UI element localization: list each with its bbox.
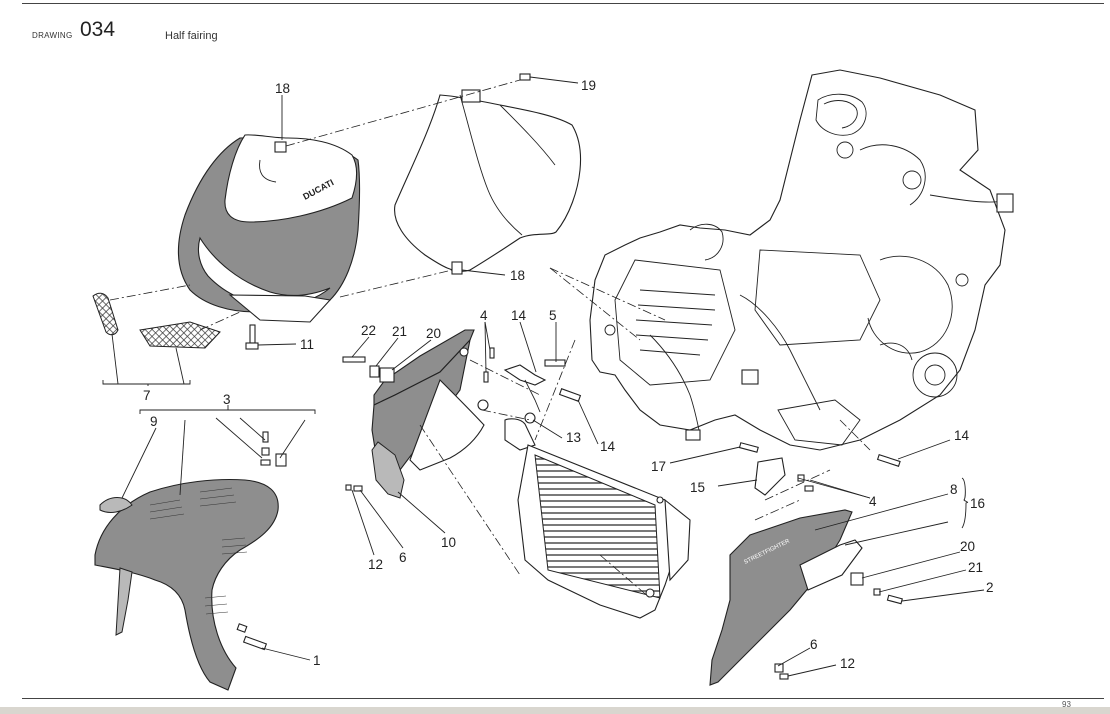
radiator bbox=[504, 418, 691, 619]
mesh-grilles bbox=[92, 292, 221, 349]
callout-10: 10 bbox=[441, 535, 456, 550]
hardware bbox=[342, 347, 903, 680]
callout-20: 20 bbox=[960, 539, 975, 554]
callout-labels: 18 19 18 11 7 3 9 1 22 21 20 4 14 5 13 1… bbox=[143, 78, 994, 671]
leader-lines bbox=[102, 76, 985, 677]
callout-7: 7 bbox=[143, 388, 151, 403]
fairing-clip bbox=[274, 141, 287, 153]
callout-3: 3 bbox=[223, 392, 231, 407]
callout-6: 6 bbox=[399, 550, 407, 565]
callout-14: 14 bbox=[954, 428, 970, 443]
callout-14: 14 bbox=[600, 439, 616, 454]
drawing-header: DRAWING 034 Half fairing bbox=[0, 0, 1110, 56]
callout-12: 12 bbox=[368, 557, 383, 572]
callout-18: 18 bbox=[275, 81, 290, 96]
callout-4: 4 bbox=[480, 308, 488, 323]
callout-19: 19 bbox=[581, 78, 596, 93]
screw-1 bbox=[242, 635, 268, 651]
front-mudguard bbox=[94, 431, 287, 691]
callout-11: 11 bbox=[300, 337, 314, 352]
top-rule bbox=[22, 3, 1104, 4]
callout-20: 20 bbox=[426, 326, 441, 341]
mudguard-fasteners bbox=[260, 431, 287, 467]
front-fairing: DUCATI bbox=[177, 134, 361, 323]
callout-2: 2 bbox=[986, 580, 994, 595]
left-side-panel bbox=[371, 329, 489, 499]
callout-17: 17 bbox=[651, 459, 666, 474]
page-number: 93 bbox=[1062, 700, 1071, 709]
callout-22: 22 bbox=[361, 323, 376, 338]
callout-14: 14 bbox=[511, 308, 527, 323]
drawing-number: 034 bbox=[80, 18, 116, 41]
headlight-support bbox=[394, 73, 582, 275]
engine-block bbox=[589, 69, 1014, 451]
screw-19 bbox=[519, 73, 531, 81]
drawing-title: Half fairing bbox=[165, 30, 218, 42]
bottom-rule bbox=[22, 698, 1104, 699]
callout-9: 9 bbox=[150, 414, 158, 429]
callout-6: 6 bbox=[810, 637, 818, 652]
callout-1: 1 bbox=[313, 653, 321, 668]
callout-21: 21 bbox=[392, 324, 407, 339]
callout-16: 16 bbox=[970, 496, 985, 511]
callout-12: 12 bbox=[840, 656, 855, 671]
footer-band bbox=[0, 707, 1110, 714]
clip-18-mid bbox=[451, 261, 463, 275]
callout-18: 18 bbox=[510, 268, 525, 283]
callout-15: 15 bbox=[690, 480, 705, 495]
callout-21: 21 bbox=[968, 560, 983, 575]
callout-5: 5 bbox=[549, 308, 557, 323]
callout-13: 13 bbox=[566, 430, 581, 445]
screw-11 bbox=[245, 324, 259, 350]
callout-8: 8 bbox=[950, 482, 958, 497]
right-side-panel: STREETFIGHTER bbox=[709, 509, 863, 686]
drawing-label: DRAWING bbox=[32, 31, 73, 40]
reflector-9 bbox=[99, 497, 133, 513]
callout-4: 4 bbox=[869, 494, 877, 509]
